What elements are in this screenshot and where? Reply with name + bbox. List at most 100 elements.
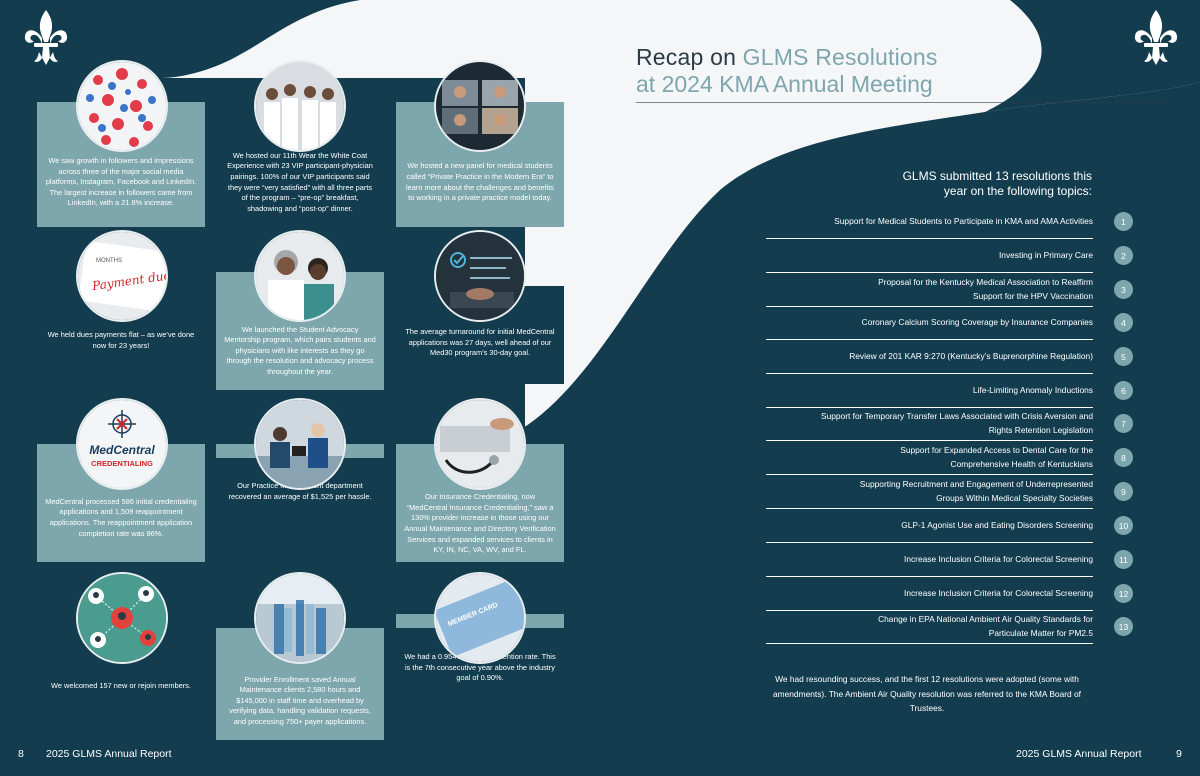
resolution-number-badge: 8	[1114, 448, 1133, 467]
resolution-line-1: Review of 201 KAR 9:270 (Kentucky’s Bupr…	[849, 350, 1093, 361]
resolution-item: Coronary Calcium Scoring Coverage by Ins…	[766, 306, 1093, 340]
resolution-text: Proposal for the Kentucky Medical Associ…	[878, 276, 1093, 303]
resolution-item: Proposal for the Kentucky Medical Associ…	[766, 273, 1093, 307]
resolution-item: Life-Limiting Anomaly Inductions	[766, 374, 1093, 408]
photo-social-media-hearts	[78, 62, 166, 150]
resolution-number-badge: 1	[1114, 212, 1133, 231]
resolution-number-badge: 5	[1114, 347, 1133, 366]
resolution-line-1: Increase Inclusion Criteria for Colorect…	[904, 553, 1093, 564]
resolution-line-1: Life-Limiting Anomaly Inductions	[972, 384, 1093, 395]
info-card: Provider Enrollment saved Annual Mainten…	[216, 628, 384, 740]
page-title: Recap on GLMS Resolutions	[636, 44, 938, 71]
photo-member-card: MEMBER CARD	[436, 574, 524, 662]
resolution-text: GLP-1 Agonist Use and Eating Disorders S…	[901, 519, 1093, 533]
resolution-line-1: Investing in Primary Care	[998, 249, 1093, 260]
resolution-number-badge: 3	[1114, 280, 1133, 299]
resolution-line-1: Proposal for the Kentucky Medical Associ…	[878, 277, 1093, 287]
photo-mentorship	[256, 232, 344, 320]
resolution-item: Increase Inclusion Criteria for Colorect…	[766, 543, 1093, 577]
resolution-text: Supporting Recruitment and Engagement of…	[860, 478, 1093, 505]
resolution-item: Supporting Recruitment and Engagement of…	[766, 475, 1093, 509]
resolution-text: Change in EPA National Ambient Air Quali…	[878, 613, 1093, 640]
title-accent: GLMS Resolutions	[742, 44, 938, 70]
photo-hospital-hallway	[256, 574, 344, 662]
title-plain: Recap on	[636, 44, 743, 70]
resolution-number-badge: 4	[1114, 313, 1133, 332]
resolution-item: Support for Expanded Access to Dental Ca…	[766, 441, 1093, 475]
card-text: The average turnaround for initial MedCe…	[405, 327, 555, 358]
resolution-number-badge: 13	[1114, 617, 1133, 636]
resolution-text: Support for Temporary Transfer Laws Asso…	[821, 410, 1093, 437]
page-number-left: 8	[18, 748, 24, 760]
resolution-item: Change in EPA National Ambient Air Quali…	[766, 610, 1093, 644]
resolution-text: Review of 201 KAR 9:270 (Kentucky’s Bupr…	[849, 350, 1093, 364]
resolution-number-badge: 12	[1114, 584, 1133, 603]
resolution-line-1: Coronary Calcium Scoring Coverage by Ins…	[861, 316, 1093, 327]
photo-video-panel	[436, 62, 524, 150]
photo-payment-due: MONTHS Payment due	[78, 232, 166, 320]
logo-main-label: MedCentral	[89, 443, 155, 457]
card-text: We welcomed 157 new or rejoin members.	[51, 680, 191, 690]
photo-stethoscope-laptop	[436, 400, 524, 488]
card-text: Our Insurance Credentialing, now “MedCen…	[404, 492, 556, 555]
card-text: We hosted our 11th Wear the White Coat E…	[227, 150, 373, 213]
resolution-number-badge: 6	[1114, 381, 1133, 400]
resolution-text: Increase Inclusion Criteria for Colorect…	[904, 587, 1093, 601]
card-text: We held dues payments flat – as we’ve do…	[47, 330, 195, 350]
resolution-item: GLP-1 Agonist Use and Eating Disorders S…	[766, 509, 1093, 543]
page-title-line2: at 2024 KMA Annual Meeting	[636, 71, 933, 97]
photo-white-coat-group	[256, 62, 344, 150]
resolution-text: Coronary Calcium Scoring Coverage by Ins…	[862, 316, 1093, 330]
resolution-line-2: Comprehensive Health of Kentuckians	[950, 458, 1093, 469]
resolution-line-1: Increase Inclusion Criteria for Colorect…	[904, 587, 1093, 598]
resolution-text: Support for Expanded Access to Dental Ca…	[900, 444, 1093, 471]
fleur-de-lis-icon	[1134, 10, 1178, 65]
resolution-item: Support for Medical Students to Particip…	[766, 205, 1093, 239]
info-card: We hosted our 11th Wear the White Coat E…	[216, 116, 384, 227]
card-text: We launched the Student Advocacy Mentors…	[224, 324, 376, 376]
resolution-item: Review of 201 KAR 9:270 (Kentucky’s Bupr…	[766, 340, 1093, 374]
photo-laptop-checkmark	[436, 232, 524, 320]
resolutions-outro: We had resounding success, and the first…	[772, 674, 1081, 713]
footer-title-right: 2025 GLMS Annual Report	[1016, 748, 1142, 760]
card-text: We saw growth in followers and impressio…	[45, 156, 197, 208]
photo-sub-label: MONTHS	[96, 258, 122, 264]
resolution-number-badge: 7	[1114, 414, 1133, 433]
resolution-line-1: Support for Medical Students to Particip…	[834, 215, 1093, 226]
resolution-text: Support for Medical Students to Particip…	[834, 215, 1093, 229]
resolution-number-badge: 10	[1114, 516, 1133, 535]
resolutions-intro: GLMS submitted 13 resolutions this year …	[860, 169, 1092, 199]
resolution-item: Increase Inclusion Criteria for Colorect…	[766, 577, 1093, 611]
intro-line-1: GLMS submitted 13 resolutions this	[902, 169, 1092, 183]
resolution-number-badge: 2	[1114, 246, 1133, 265]
resolution-line-1: Supporting Recruitment and Engagement of…	[859, 479, 1093, 489]
resolution-line-2: Groups Within Medical Specialty Societie…	[936, 492, 1093, 503]
footer-title-left: 2025 GLMS Annual Report	[46, 748, 172, 760]
resolution-text: Increase Inclusion Criteria for Colorect…	[904, 553, 1093, 567]
resolution-line-1: Support for Expanded Access to Dental Ca…	[900, 445, 1093, 455]
resolution-line-2: Particulate Matter for PM2.5	[988, 627, 1093, 638]
resolution-number-badge: 11	[1114, 550, 1133, 569]
fleur-de-lis-icon	[24, 10, 68, 65]
intro-line-2: year on the following topics:	[943, 184, 1092, 198]
card-text: We hosted a new panel for medical studen…	[406, 161, 554, 203]
resolution-number-badge: 9	[1114, 482, 1133, 501]
card-text: MedCentral processed 586 initial credent…	[45, 496, 197, 538]
resolution-line-1: Change in EPA National Ambient Air Quali…	[878, 614, 1093, 624]
resolution-line-2: Support for the HPV Vaccination	[973, 290, 1093, 301]
card-text: Provider Enrollment saved Annual Mainten…	[229, 674, 371, 726]
logo-sub-label: CREDENTIALING	[91, 459, 153, 468]
info-card: Our Insurance Credentialing, now “MedCen…	[396, 458, 564, 562]
photo-practice-desk	[256, 400, 344, 488]
page-number-right: 9	[1176, 748, 1182, 760]
resolution-line-1: Support for Temporary Transfer Laws Asso…	[821, 411, 1093, 421]
resolution-item: Support for Temporary Transfer Laws Asso…	[766, 407, 1093, 441]
resolution-line-1: GLP-1 Agonist Use and Eating Disorders S…	[901, 519, 1093, 530]
photo-member-network	[78, 574, 166, 662]
photo-medcentral-logo: MedCentral CREDENTIALING	[78, 400, 166, 488]
resolution-line-2: Rights Retention Legislation	[988, 424, 1093, 435]
title-divider	[636, 102, 1164, 103]
resolution-text: Investing in Primary Care	[999, 249, 1093, 263]
resolution-item: Investing in Primary Care	[766, 239, 1093, 273]
resolution-text: Life-Limiting Anomaly Inductions	[973, 384, 1093, 398]
